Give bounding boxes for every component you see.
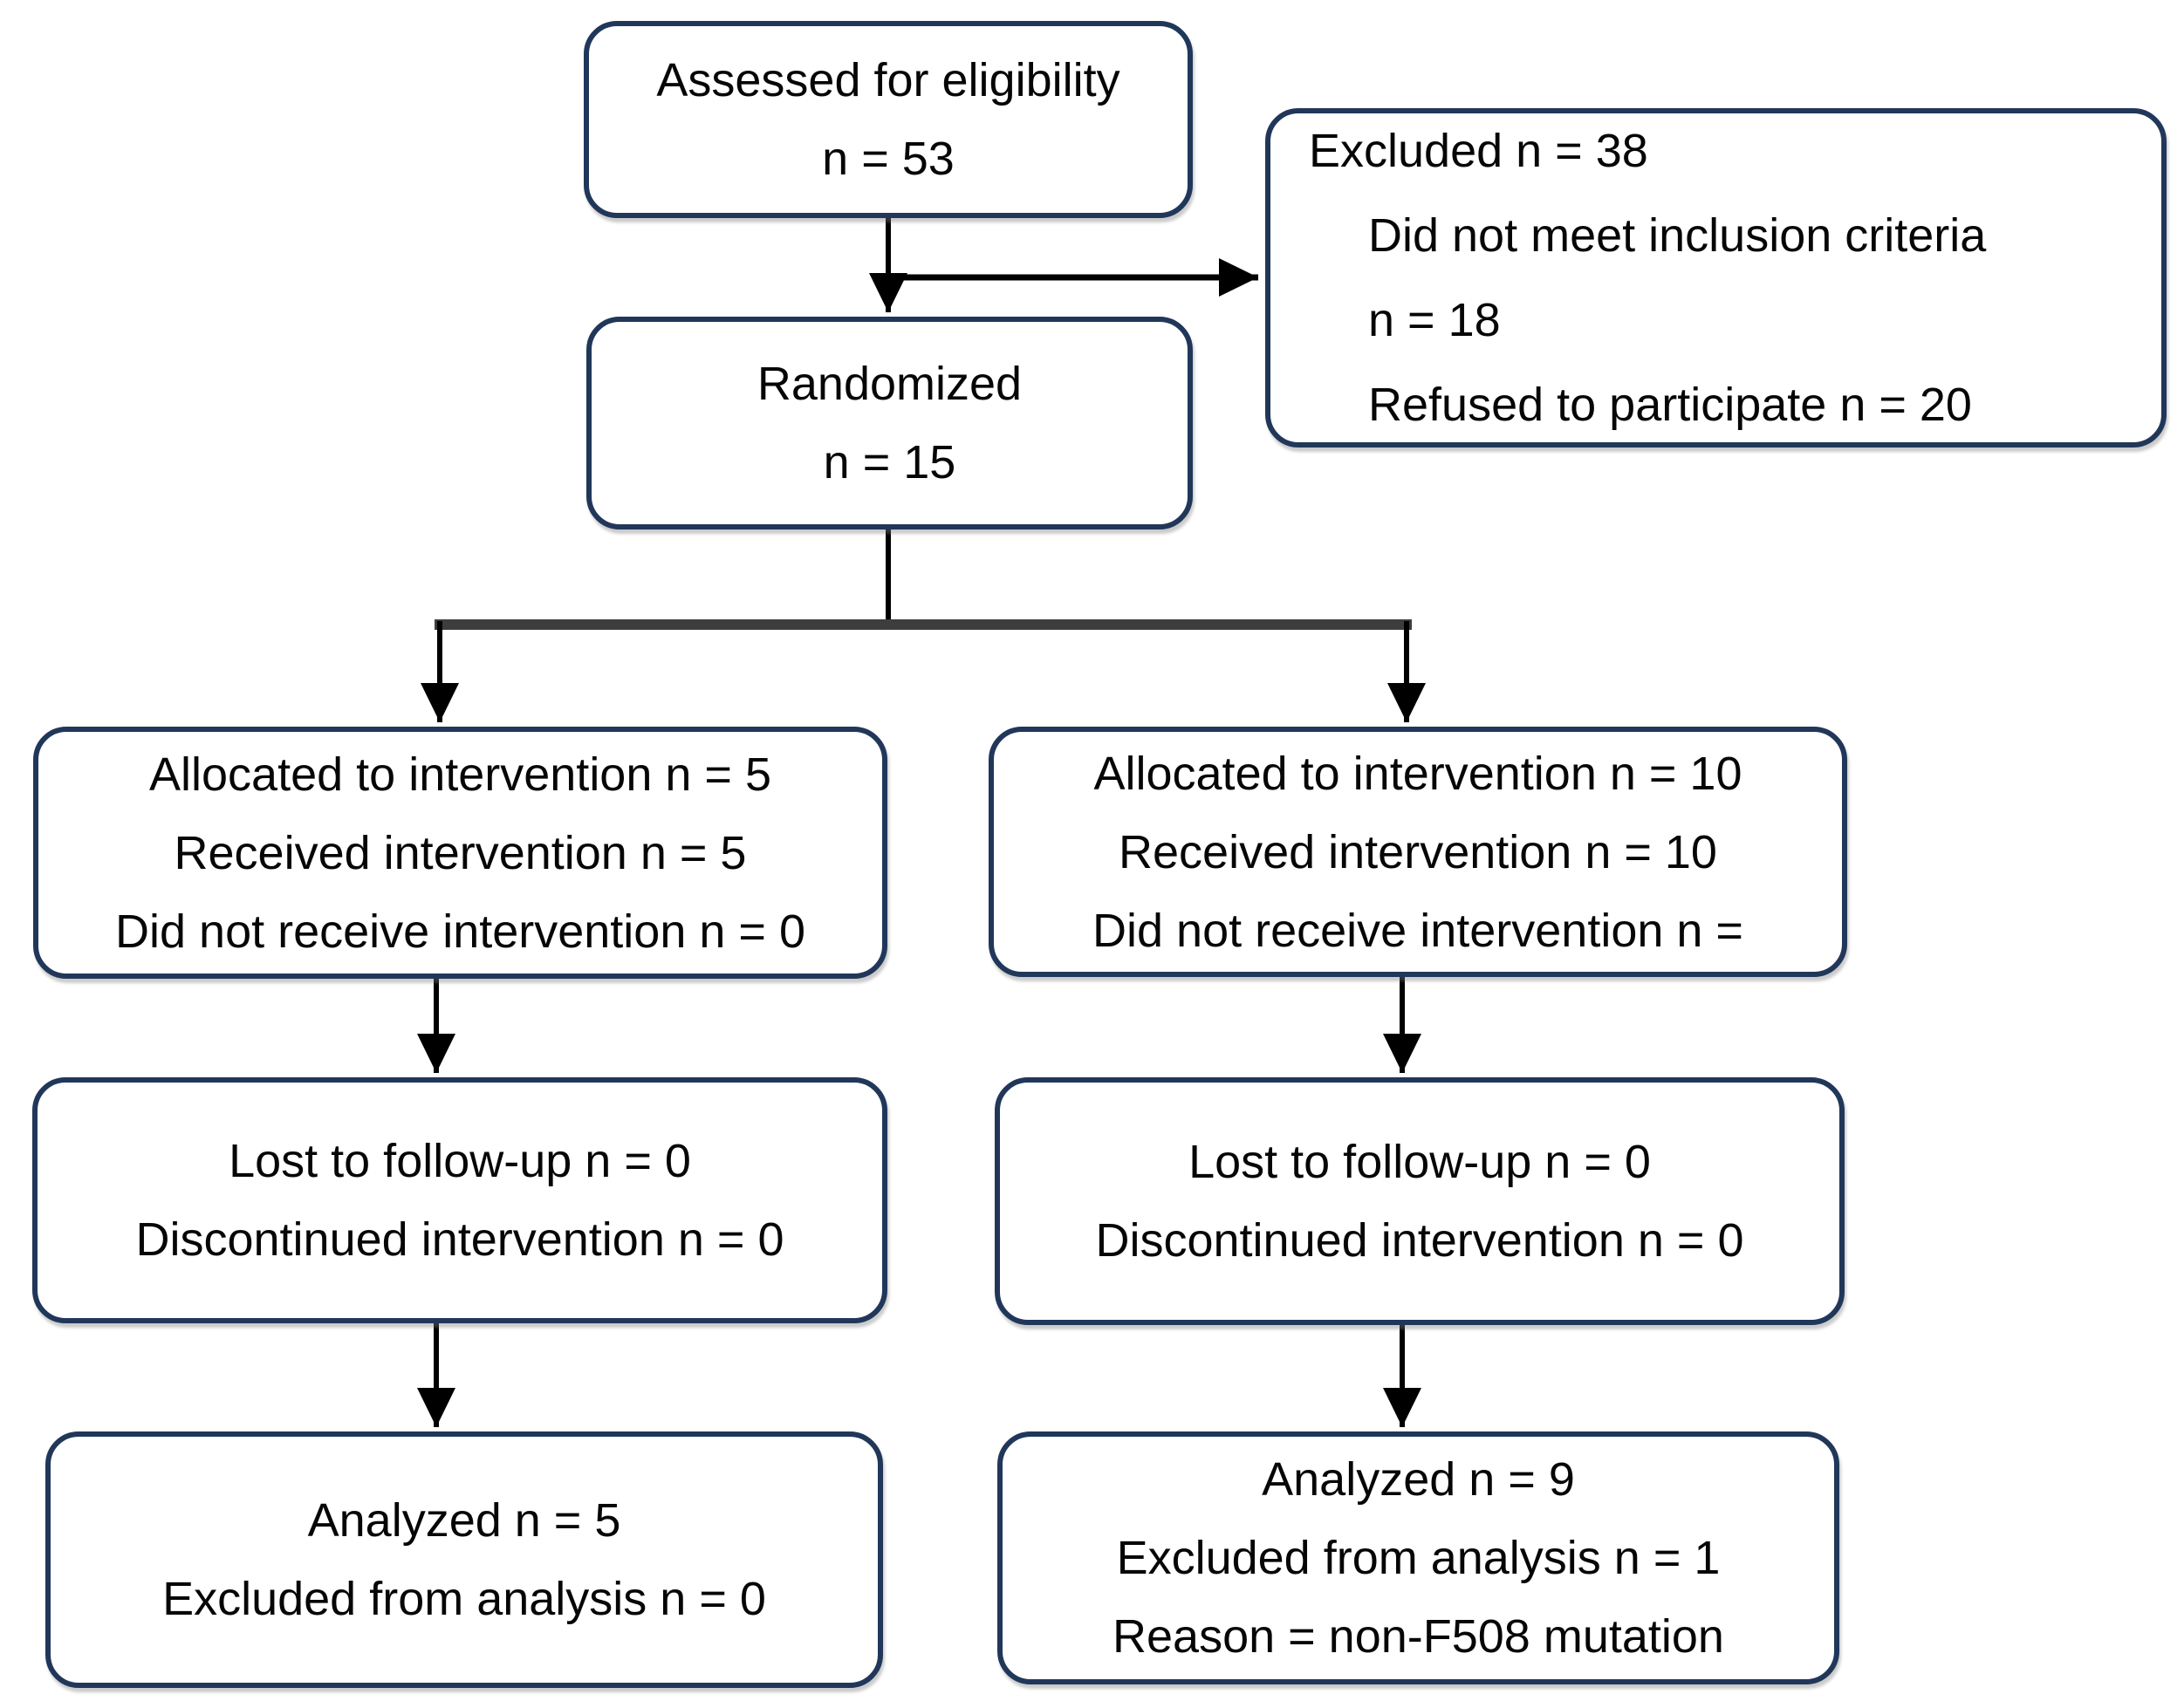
text-line: Allocated to intervention n = 10 [1093, 747, 1742, 800]
text-line: Received intervention n = 10 [1119, 825, 1717, 878]
text-line: Refused to participate n = 20 [1368, 378, 1972, 431]
text-line: Analyzed n = 9 [1262, 1453, 1575, 1506]
flow-box-followup-right: Lost to follow-up n = 0 Discontinued int… [995, 1077, 1845, 1325]
text-line: Excluded n = 38 [1309, 124, 1648, 177]
text-line: Did not meet inclusion criteria [1368, 208, 1987, 262]
text-line: Allocated to intervention n = 5 [149, 748, 771, 801]
flow-box-excluded: Excluded n = 38 Did not meet inclusion c… [1265, 108, 2167, 447]
text-line: Received intervention n = 5 [174, 826, 747, 879]
text-line: Excluded from analysis n = 0 [162, 1573, 766, 1625]
text-line: Discontinued intervention n = 0 [135, 1213, 784, 1266]
text-line: Lost to follow-up n = 0 [1188, 1136, 1651, 1188]
text-line: Reason = non-F508 mutation [1113, 1610, 1724, 1663]
text-line: n = 53 [822, 133, 955, 185]
text-line: Analyzed n = 5 [307, 1494, 621, 1547]
flow-box-randomized: Randomized n = 15 [586, 317, 1193, 529]
text-line: Did not receive intervention n = [1092, 904, 1743, 957]
text-line: Excluded from analysis n = 1 [1116, 1532, 1721, 1584]
text-line: Assessed for eligibility [656, 54, 1120, 106]
flow-box-assessed-for-eligibility: Assessed for eligibility n = 53 [584, 21, 1193, 218]
text-line: Discontinued intervention n = 0 [1095, 1214, 1744, 1267]
text-line: n = 18 [1368, 293, 1501, 346]
text-line: Did not receive intervention n = 0 [115, 905, 805, 958]
flow-box-allocated-right: Allocated to intervention n = 10 Receive… [989, 727, 1847, 977]
flow-box-analyzed-left: Analyzed n = 5 Excluded from analysis n … [45, 1431, 883, 1688]
text-line: n = 15 [823, 436, 956, 488]
flow-box-followup-left: Lost to follow-up n = 0 Discontinued int… [32, 1077, 887, 1323]
text-line: Lost to follow-up n = 0 [229, 1135, 691, 1187]
text-line: Randomized [757, 358, 1023, 410]
flow-box-allocated-left: Allocated to intervention n = 5 Received… [33, 727, 887, 979]
flow-box-analyzed-right: Analyzed n = 9 Excluded from analysis n … [997, 1431, 1839, 1684]
